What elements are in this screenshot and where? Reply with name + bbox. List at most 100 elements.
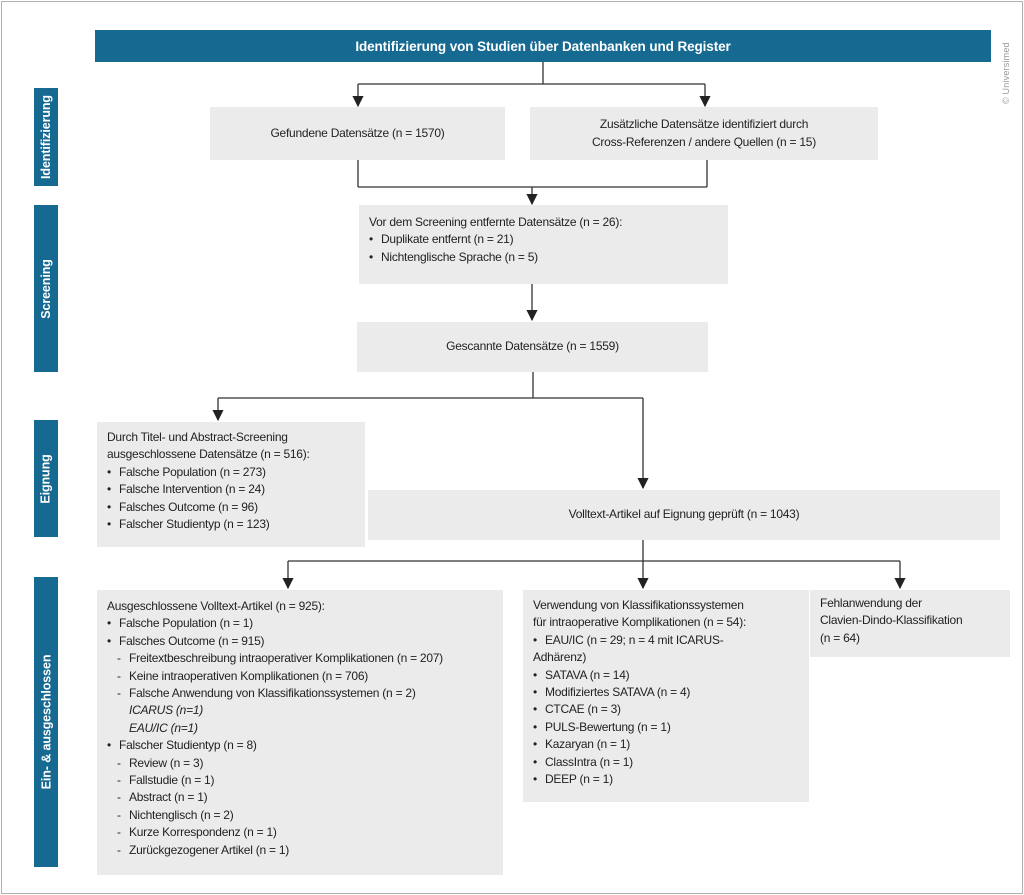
box-text: Gescannte Datensätze (n = 1559): [446, 339, 619, 354]
bullet: •: [107, 517, 111, 532]
box-line: Vor dem Screening entfernte Datensätze (…: [369, 214, 720, 231]
bullet: -: [117, 842, 121, 857]
bullet: •: [533, 772, 537, 787]
box-line-text: Cross-Referenzen / andere Quellen (n = 1…: [592, 134, 816, 149]
stage-label: Ein- & ausgeschlossen: [39, 654, 53, 790]
box-scanned-records: Gescannte Datensätze (n = 1559): [357, 322, 708, 372]
box-line-text: Kazaryan (n = 1): [545, 737, 631, 752]
box-line: •CTCAE (n = 3): [533, 701, 801, 718]
bullet: •: [107, 482, 111, 497]
box-line-text: Nichtenglische Sprache (n = 5): [381, 249, 538, 264]
box-line: • Falsche Population (n = 273): [107, 464, 357, 481]
box-line-text: EAU/IC (n = 29; n = 4 mit ICARUS-: [545, 632, 724, 647]
box-line: •PULS-Bewertung (n = 1): [533, 719, 801, 736]
box-line: ausgeschlossene Datensätze (n = 516):: [107, 446, 357, 463]
box-line-text: Falsche Population (n = 1): [119, 616, 253, 631]
box-line-text: ClassIntra (n = 1): [545, 754, 633, 769]
box-title-abstract-excluded: Durch Titel- und Abstract-Screening ausge…: [97, 422, 365, 547]
bullet: •: [107, 738, 111, 753]
box-line: • Modifiziertes SATAVA (n = 4): [533, 684, 801, 701]
box-line: (n = 64): [820, 630, 1002, 647]
box-line: Verwendung von Klassifikationssystemen: [533, 597, 801, 614]
bullet: •: [533, 719, 537, 734]
box-line-text: Freitextbeschreibung intraoperativer Kom…: [129, 651, 443, 666]
box-line: -Falsche Anwendung von Klassifikationssy…: [107, 685, 495, 702]
bullet: •: [369, 232, 373, 247]
bullet: •: [533, 632, 537, 647]
bullet: •: [107, 499, 111, 514]
box-line: Cross-Referenzen / andere Quellen (n = 1…: [592, 134, 816, 151]
box-line: ICARUS (n=1): [107, 702, 495, 719]
box-line-text: Falsches Outcome (n = 96): [119, 499, 258, 514]
box-line: EAU/IC (n=1): [107, 720, 495, 737]
box-fulltext-excluded: Ausgeschlossene Volltext-Artikel (n = 92…: [97, 590, 503, 875]
stage-label: Screening: [39, 258, 54, 319]
bullet: -: [117, 755, 121, 770]
box-line-text: Falscher Studientyp (n = 123): [119, 517, 270, 532]
box-line: -Abstract (n = 1): [107, 789, 495, 806]
box-line: für intraoperative Komplikationen (n = 5…: [533, 614, 801, 631]
bullet: -: [117, 773, 121, 788]
box-text: Volltext-Artikel auf Eignung geprüft (n …: [568, 507, 800, 522]
bullet: -: [117, 807, 121, 822]
box-line-text: Kurze Korrespondenz (n = 1): [129, 825, 277, 840]
box-line: • SATAVA (n = 14): [533, 667, 801, 684]
box-line-text: Falsche Intervention (n = 24): [119, 482, 265, 497]
box-line: • Duplikate entfernt (n = 21): [369, 231, 720, 248]
bullet: •: [107, 464, 111, 479]
bullet: •: [533, 737, 537, 752]
box-line-text: für intraoperative Komplikationen (n = 5…: [533, 615, 747, 630]
box-line: • Falscher Studientyp (n = 8): [107, 737, 495, 754]
box-line-text: Keine intraoperativen Komplikationen (n …: [129, 668, 368, 683]
bullet: •: [533, 702, 537, 717]
box-line: • Falscher Studientyp (n = 123): [107, 516, 357, 533]
box-line-text: ICARUS (n=1): [129, 703, 204, 718]
box-line-text: Durch Titel- und Abstract-Screening: [107, 430, 288, 444]
box-line: •ClassIntra (n = 1): [533, 754, 801, 771]
bullet: •: [107, 633, 111, 648]
box-line: Fehlanwendung der: [820, 595, 1002, 612]
box-line-text: Verwendung von Klassifikationssystemen: [533, 598, 744, 612]
box-line-text: (n = 64): [820, 630, 860, 645]
box-line: • Falsches Outcome (n = 96): [107, 499, 357, 516]
box-line-text: Falsche Anwendung von Klassifikationssys…: [129, 686, 416, 701]
box-text: Gefundene Datensätze (n = 1570): [270, 125, 445, 140]
box-line: Clavien-Dindo-Klassifikation: [820, 612, 1002, 629]
box-line-text: Falscher Studientyp (n = 8): [119, 738, 257, 753]
box-line: -Fallstudie (n = 1): [107, 772, 495, 789]
bullet: •: [533, 667, 537, 682]
box-line-text: EAU/IC (n=1): [129, 720, 198, 735]
box-line-text: Vor dem Screening entfernte Datensätze (…: [369, 215, 623, 229]
box-line-text: Abstract (n = 1): [129, 790, 208, 805]
bullet: -: [117, 668, 121, 683]
box-line-text: Falsche Population (n = 273): [119, 464, 266, 479]
stage-screening: Screening: [34, 205, 58, 372]
box-additional-records: Zusätzliche Datensätze identifiziert dur…: [530, 107, 878, 160]
box-line: -Zurückgezogener Artikel (n = 1): [107, 842, 495, 859]
box-line: • Falsche Intervention (n = 24): [107, 481, 357, 498]
stage-label: Identifizierung: [39, 95, 54, 179]
box-line: Zusätzliche Datensätze identifiziert dur…: [600, 116, 809, 133]
box-line-text: Modifiziertes SATAVA (n = 4): [545, 685, 691, 700]
stage-eignung: Eignung: [34, 420, 58, 537]
bullet: •: [107, 616, 111, 631]
box-line: Durch Titel- und Abstract-Screening: [107, 429, 357, 446]
box-line-text: Falsches Outcome (n = 915): [119, 633, 265, 648]
bullet: •: [533, 685, 537, 700]
box-line-text: DEEP (n = 1): [545, 772, 613, 787]
box-found-records: Gefundene Datensätze (n = 1570): [210, 107, 505, 160]
box-line-text: SATAVA (n = 14): [545, 667, 630, 682]
watermark-text: © Universimed: [1001, 42, 1011, 104]
box-line-text: Duplikate entfernt (n = 21): [381, 232, 514, 247]
box-line: • Falsches Outcome (n = 915): [107, 633, 495, 650]
box-line: • Nichtenglische Sprache (n = 5): [369, 249, 720, 266]
box-line: -Kurze Korrespondenz (n = 1): [107, 824, 495, 841]
bullet: -: [117, 686, 121, 701]
header-bar: Identifizierung von Studien über Datenba…: [95, 30, 991, 62]
bullet: •: [369, 249, 373, 264]
bullet: -: [117, 825, 121, 840]
stage-identifizierung: Identifizierung: [34, 88, 58, 186]
box-line: Adhärenz): [533, 649, 801, 666]
watermark: © Universimed: [1001, 42, 1024, 114]
